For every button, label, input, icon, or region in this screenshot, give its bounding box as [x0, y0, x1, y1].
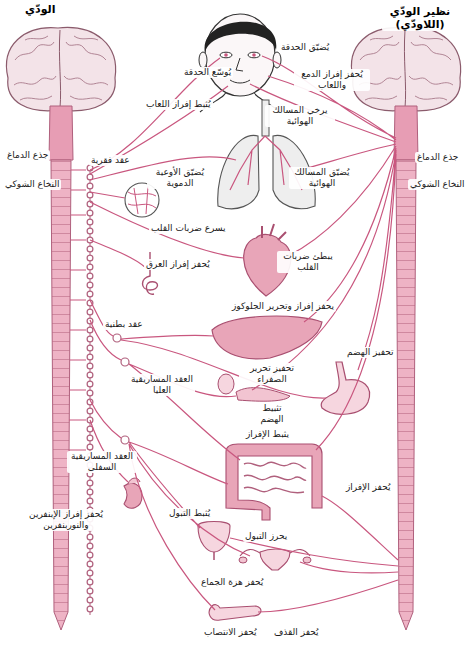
celiac-ganglion [113, 334, 121, 342]
heart-vessels [262, 224, 286, 240]
nerve [69, 170, 86, 450]
effect-label: يُضيّق الحدقة [279, 42, 331, 53]
small-intestine [244, 462, 306, 493]
ear [273, 52, 281, 68]
brainstem [49, 106, 73, 160]
effect-label: يُحفز القذف [272, 627, 321, 638]
effect-label: يُحفز الانتصاب [202, 627, 259, 638]
brain-part-label: جذع الدماغ [5, 150, 50, 161]
brain-part-label: جذع الدماغ [415, 152, 460, 163]
effect-label: يحفز إفراز وتحرير الجلوكوز [230, 301, 336, 312]
eye [220, 52, 232, 58]
effect-label: يُثبط إفراز اللعاب [144, 99, 213, 110]
urethra [213, 552, 215, 560]
effect-label: تحفيز الهضم [345, 347, 396, 358]
ganglion-chain [87, 168, 94, 615]
pupil [252, 53, 256, 57]
ovary [239, 557, 247, 563]
pupil [224, 53, 228, 57]
division-heading: الودّي [23, 3, 58, 16]
liver [212, 316, 322, 359]
effect-label: يُوسّع الحدقة [182, 67, 233, 78]
effect-label: يُضيّق الأوعية الدموية [147, 167, 213, 189]
effect-label: يسرع ضربات القلب [149, 223, 228, 234]
ganglion-chain [88, 168, 93, 615]
brain-part-label: النخاع الشوكي [3, 179, 61, 190]
effect-label: يُحفز هزة الجماع [199, 577, 265, 588]
ganglion-label: عقد فقرية [89, 155, 132, 166]
hair [205, 22, 277, 52]
ganglion-label: عقد بطنية [103, 319, 145, 330]
effect-label: يحرز التبول [243, 531, 289, 542]
effect-label: يبطئ ضربات القلب [277, 251, 339, 273]
ganglion-chain [90, 165, 91, 615]
division-heading: نظير الودّي (اللاودّي) [382, 5, 458, 31]
penis [209, 605, 261, 621]
effect-label: يُحفز إفراز الدمع واللعاب [294, 69, 370, 91]
effect-label: يُضيّق المسالك الهوائية [289, 167, 355, 189]
effect-label: تثبيط الهضم [249, 403, 295, 425]
capillaries [128, 186, 156, 214]
effect-label: يُحفز الإفراز [344, 482, 392, 493]
ganglion-label: العقد المساريقية السفلى [67, 451, 137, 473]
effect-label: يُثبط التبول [167, 508, 212, 519]
inferior-mesenteric-ganglion [121, 436, 129, 444]
eye [248, 52, 260, 58]
gallbladder [218, 374, 234, 394]
brain [6, 28, 115, 111]
ganglion-label: العقد المساريقية العليا [129, 374, 195, 396]
sympathetic-nerve [90, 58, 326, 610]
effect-label: يثبط الإفراز [244, 429, 291, 440]
uterus [260, 549, 290, 570]
brain-part-label: النخاع الشوكي [408, 179, 466, 190]
superior-mesenteric-ganglion [121, 358, 129, 366]
effect-label: يُحفز إفراز العرق [144, 259, 212, 270]
effect-label: يُحفز إفراز الإبنفرين والنوربنفرين [23, 509, 109, 531]
parasympathetic-nerve [230, 56, 398, 612]
large-intestine [226, 444, 322, 520]
spinal-cord [51, 160, 71, 630]
ovary [303, 557, 311, 563]
effect-label: يرخي المسالك الهوائية [265, 105, 335, 127]
pancreas [236, 388, 290, 402]
spinal-cord [396, 160, 416, 630]
effect-label: تحفيز تحرير الصفراء [239, 363, 305, 385]
ear [199, 52, 207, 68]
